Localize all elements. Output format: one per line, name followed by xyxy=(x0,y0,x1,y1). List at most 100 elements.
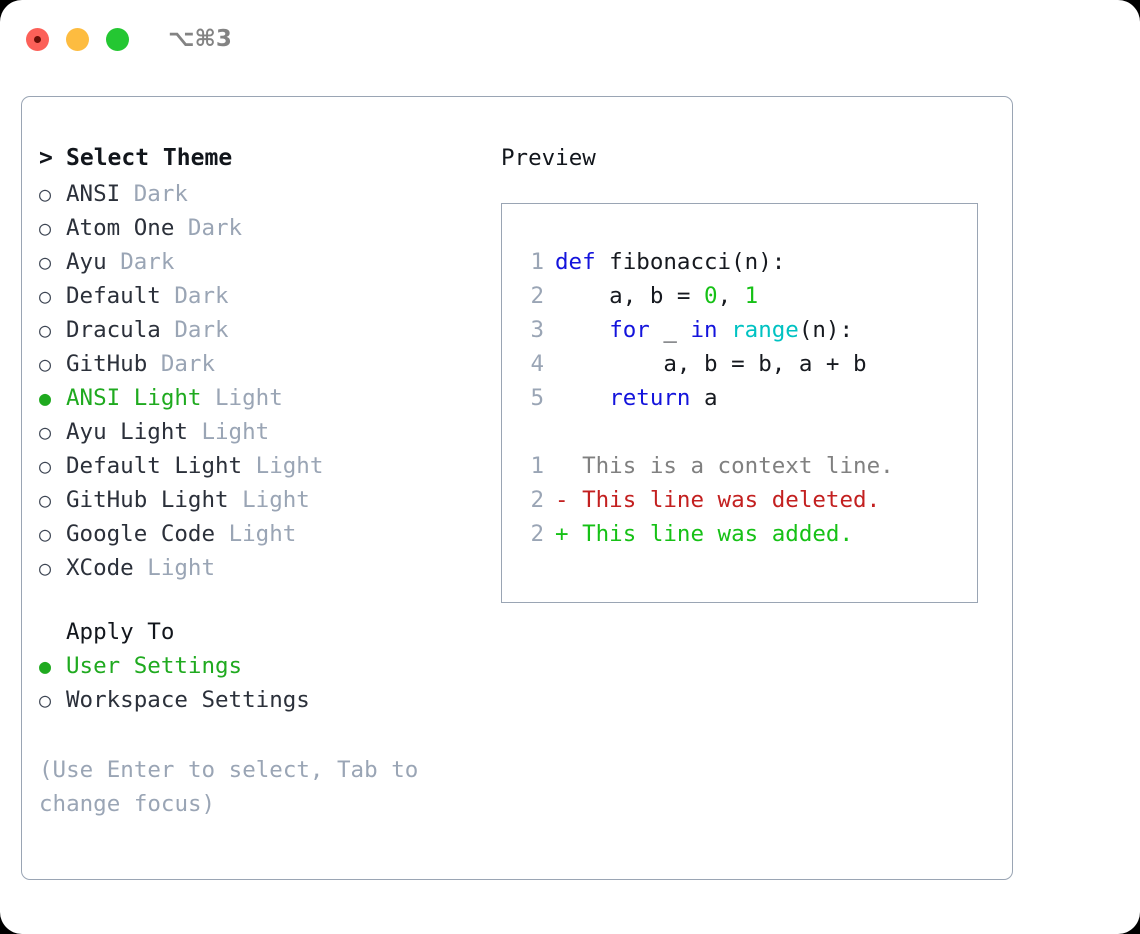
code-sample: 1 def fibonacci(n): 2 a, b = 0, 1 3 for … xyxy=(514,249,971,555)
theme-name: Google Code xyxy=(66,521,216,547)
preview-heading: Preview xyxy=(501,145,596,171)
diff-line-added: 2 + This line was added. xyxy=(514,521,971,555)
theme-list-item[interactable]: ○ XCode Light xyxy=(39,555,509,589)
theme-name: ANSI xyxy=(66,181,121,207)
theme-name: Ayu xyxy=(66,249,107,275)
theme-name: XCode xyxy=(66,555,134,581)
radio-unselected-icon[interactable]: ○ xyxy=(39,182,52,206)
apply-to-heading-label: Apply To xyxy=(66,619,175,645)
code-line: 3 for _ in range(n): xyxy=(514,317,971,351)
theme-list-item[interactable]: ○ GitHub Light Light xyxy=(39,487,509,521)
theme-list-item[interactable]: ○ GitHub Dark xyxy=(39,351,509,385)
theme-list-item[interactable]: ○ Ayu Dark xyxy=(39,249,509,283)
code-token xyxy=(555,317,609,343)
theme-name: Default Light xyxy=(66,453,243,479)
code-token: , xyxy=(717,283,745,309)
line-number: 1 xyxy=(530,249,544,275)
code-token: range xyxy=(731,317,799,343)
theme-kind: Dark xyxy=(120,249,175,275)
theme-list-item[interactable]: ○ Dracula Dark xyxy=(39,317,509,351)
preview-column: Preview 1 def fibonacci(n): 2 a, b = 0, … xyxy=(501,145,1001,603)
theme-kind: Light xyxy=(215,385,283,411)
theme-kind: Dark xyxy=(174,283,229,309)
theme-kind: Dark xyxy=(187,215,243,241)
radio-unselected-icon[interactable]: ○ xyxy=(39,318,52,342)
apply-to-heading: ○ Apply To xyxy=(39,619,509,653)
radio-unselected-icon[interactable]: ○ xyxy=(39,250,52,274)
diff-text: This line was deleted. xyxy=(582,487,881,513)
diff-text: This line was added. xyxy=(582,521,854,547)
line-number: 3 xyxy=(530,317,544,343)
code-token: a, b = b, a + b xyxy=(555,351,867,377)
diff-sign xyxy=(555,453,582,479)
line-number: 5 xyxy=(530,385,544,411)
theme-kind: Light xyxy=(255,453,324,479)
radio-unselected-icon[interactable]: ○ xyxy=(39,688,52,712)
apply-to-option-label: Workspace Settings xyxy=(66,687,310,713)
theme-list-column: > Select Theme ○ ANSI Dark ○ Atom One Da… xyxy=(39,145,509,821)
theme-name: Ayu Light xyxy=(66,419,188,445)
radio-unselected-icon[interactable]: ○ xyxy=(39,522,52,546)
diff-sign: - xyxy=(555,487,583,513)
theme-list-item[interactable]: ○ Default Dark xyxy=(39,283,509,317)
radio-unselected-icon[interactable]: ○ xyxy=(39,454,52,478)
select-theme-heading-label: Select Theme xyxy=(66,145,233,171)
diff-text: This is a context line. xyxy=(582,453,894,479)
code-token: _ xyxy=(649,317,691,343)
close-button-icon[interactable] xyxy=(26,27,49,51)
line-number: 2 xyxy=(530,487,544,513)
theme-kind: Light xyxy=(147,555,216,581)
code-diff-separator xyxy=(514,419,971,453)
code-token: 1 xyxy=(744,283,759,309)
theme-kind: Light xyxy=(201,419,270,445)
radio-unselected-icon[interactable]: ○ xyxy=(39,216,52,240)
theme-name: GitHub Light xyxy=(66,487,229,513)
radio-unselected-icon[interactable]: ○ xyxy=(39,284,52,308)
select-theme-heading: > Select Theme xyxy=(39,145,509,181)
minimize-button-icon[interactable] xyxy=(66,27,89,51)
theme-kind: Dark xyxy=(160,351,216,377)
radio-selected-icon[interactable]: ● xyxy=(39,654,52,678)
theme-list-item[interactable]: ○ Google Code Light xyxy=(39,521,509,555)
theme-name: Default xyxy=(66,283,161,309)
theme-name: ANSI Light xyxy=(66,385,202,411)
radio-unselected-icon[interactable]: ○ xyxy=(39,556,52,580)
theme-list-item-selected[interactable]: ● ANSI Light Light xyxy=(39,385,509,419)
apply-to-option-workspace[interactable]: ○ Workspace Settings xyxy=(39,687,509,721)
theme-list-item[interactable]: ○ Ayu Light Light xyxy=(39,419,509,453)
zoom-button-icon[interactable] xyxy=(106,27,129,51)
preview-box: 1 def fibonacci(n): 2 a, b = 0, 1 3 for … xyxy=(501,203,978,603)
code-token: in xyxy=(690,317,718,343)
radio-unselected-icon[interactable]: ○ xyxy=(39,420,52,444)
code-token: return xyxy=(609,385,691,411)
theme-list-item[interactable]: ○ Atom One Dark xyxy=(39,215,509,249)
theme-name: GitHub xyxy=(66,351,148,377)
code-line: 1 def fibonacci(n): xyxy=(514,249,971,283)
keyboard-shortcut-label: ⌥⌘3 xyxy=(168,26,232,52)
theme-list-item[interactable]: ○ Default Light Light xyxy=(39,453,509,487)
diff-line-deleted: 2 - This line was deleted. xyxy=(514,487,971,521)
code-token xyxy=(555,385,609,411)
apply-to-option-user[interactable]: ● User Settings xyxy=(39,653,509,687)
radio-unselected-icon[interactable]: ○ xyxy=(39,352,52,376)
line-number: 1 xyxy=(530,453,544,479)
code-line: 2 a, b = 0, 1 xyxy=(514,283,971,317)
theme-picker-panel: > Select Theme ○ ANSI Dark ○ Atom One Da… xyxy=(21,96,1013,880)
code-line: 4 a, b = b, a + b xyxy=(514,351,971,385)
apply-to-option-label: User Settings xyxy=(66,653,243,679)
line-number: 2 xyxy=(530,521,544,547)
diff-line-context: 1 This is a context line. xyxy=(514,453,971,487)
theme-kind: Light xyxy=(242,487,310,513)
code-line: 5 return a xyxy=(514,385,971,419)
theme-name: Dracula xyxy=(66,317,161,343)
code-token: def xyxy=(555,249,596,275)
theme-list-item[interactable]: ○ ANSI Dark xyxy=(39,181,509,215)
heading-indent-spacer: ○ xyxy=(39,622,66,642)
prompt-caret-icon: > xyxy=(39,145,53,171)
radio-selected-icon[interactable]: ● xyxy=(39,386,52,410)
code-token: fibonacci(n): xyxy=(595,249,786,275)
radio-unselected-icon[interactable]: ○ xyxy=(39,488,52,512)
code-token: 0 xyxy=(704,283,718,309)
code-token: a xyxy=(690,385,718,411)
